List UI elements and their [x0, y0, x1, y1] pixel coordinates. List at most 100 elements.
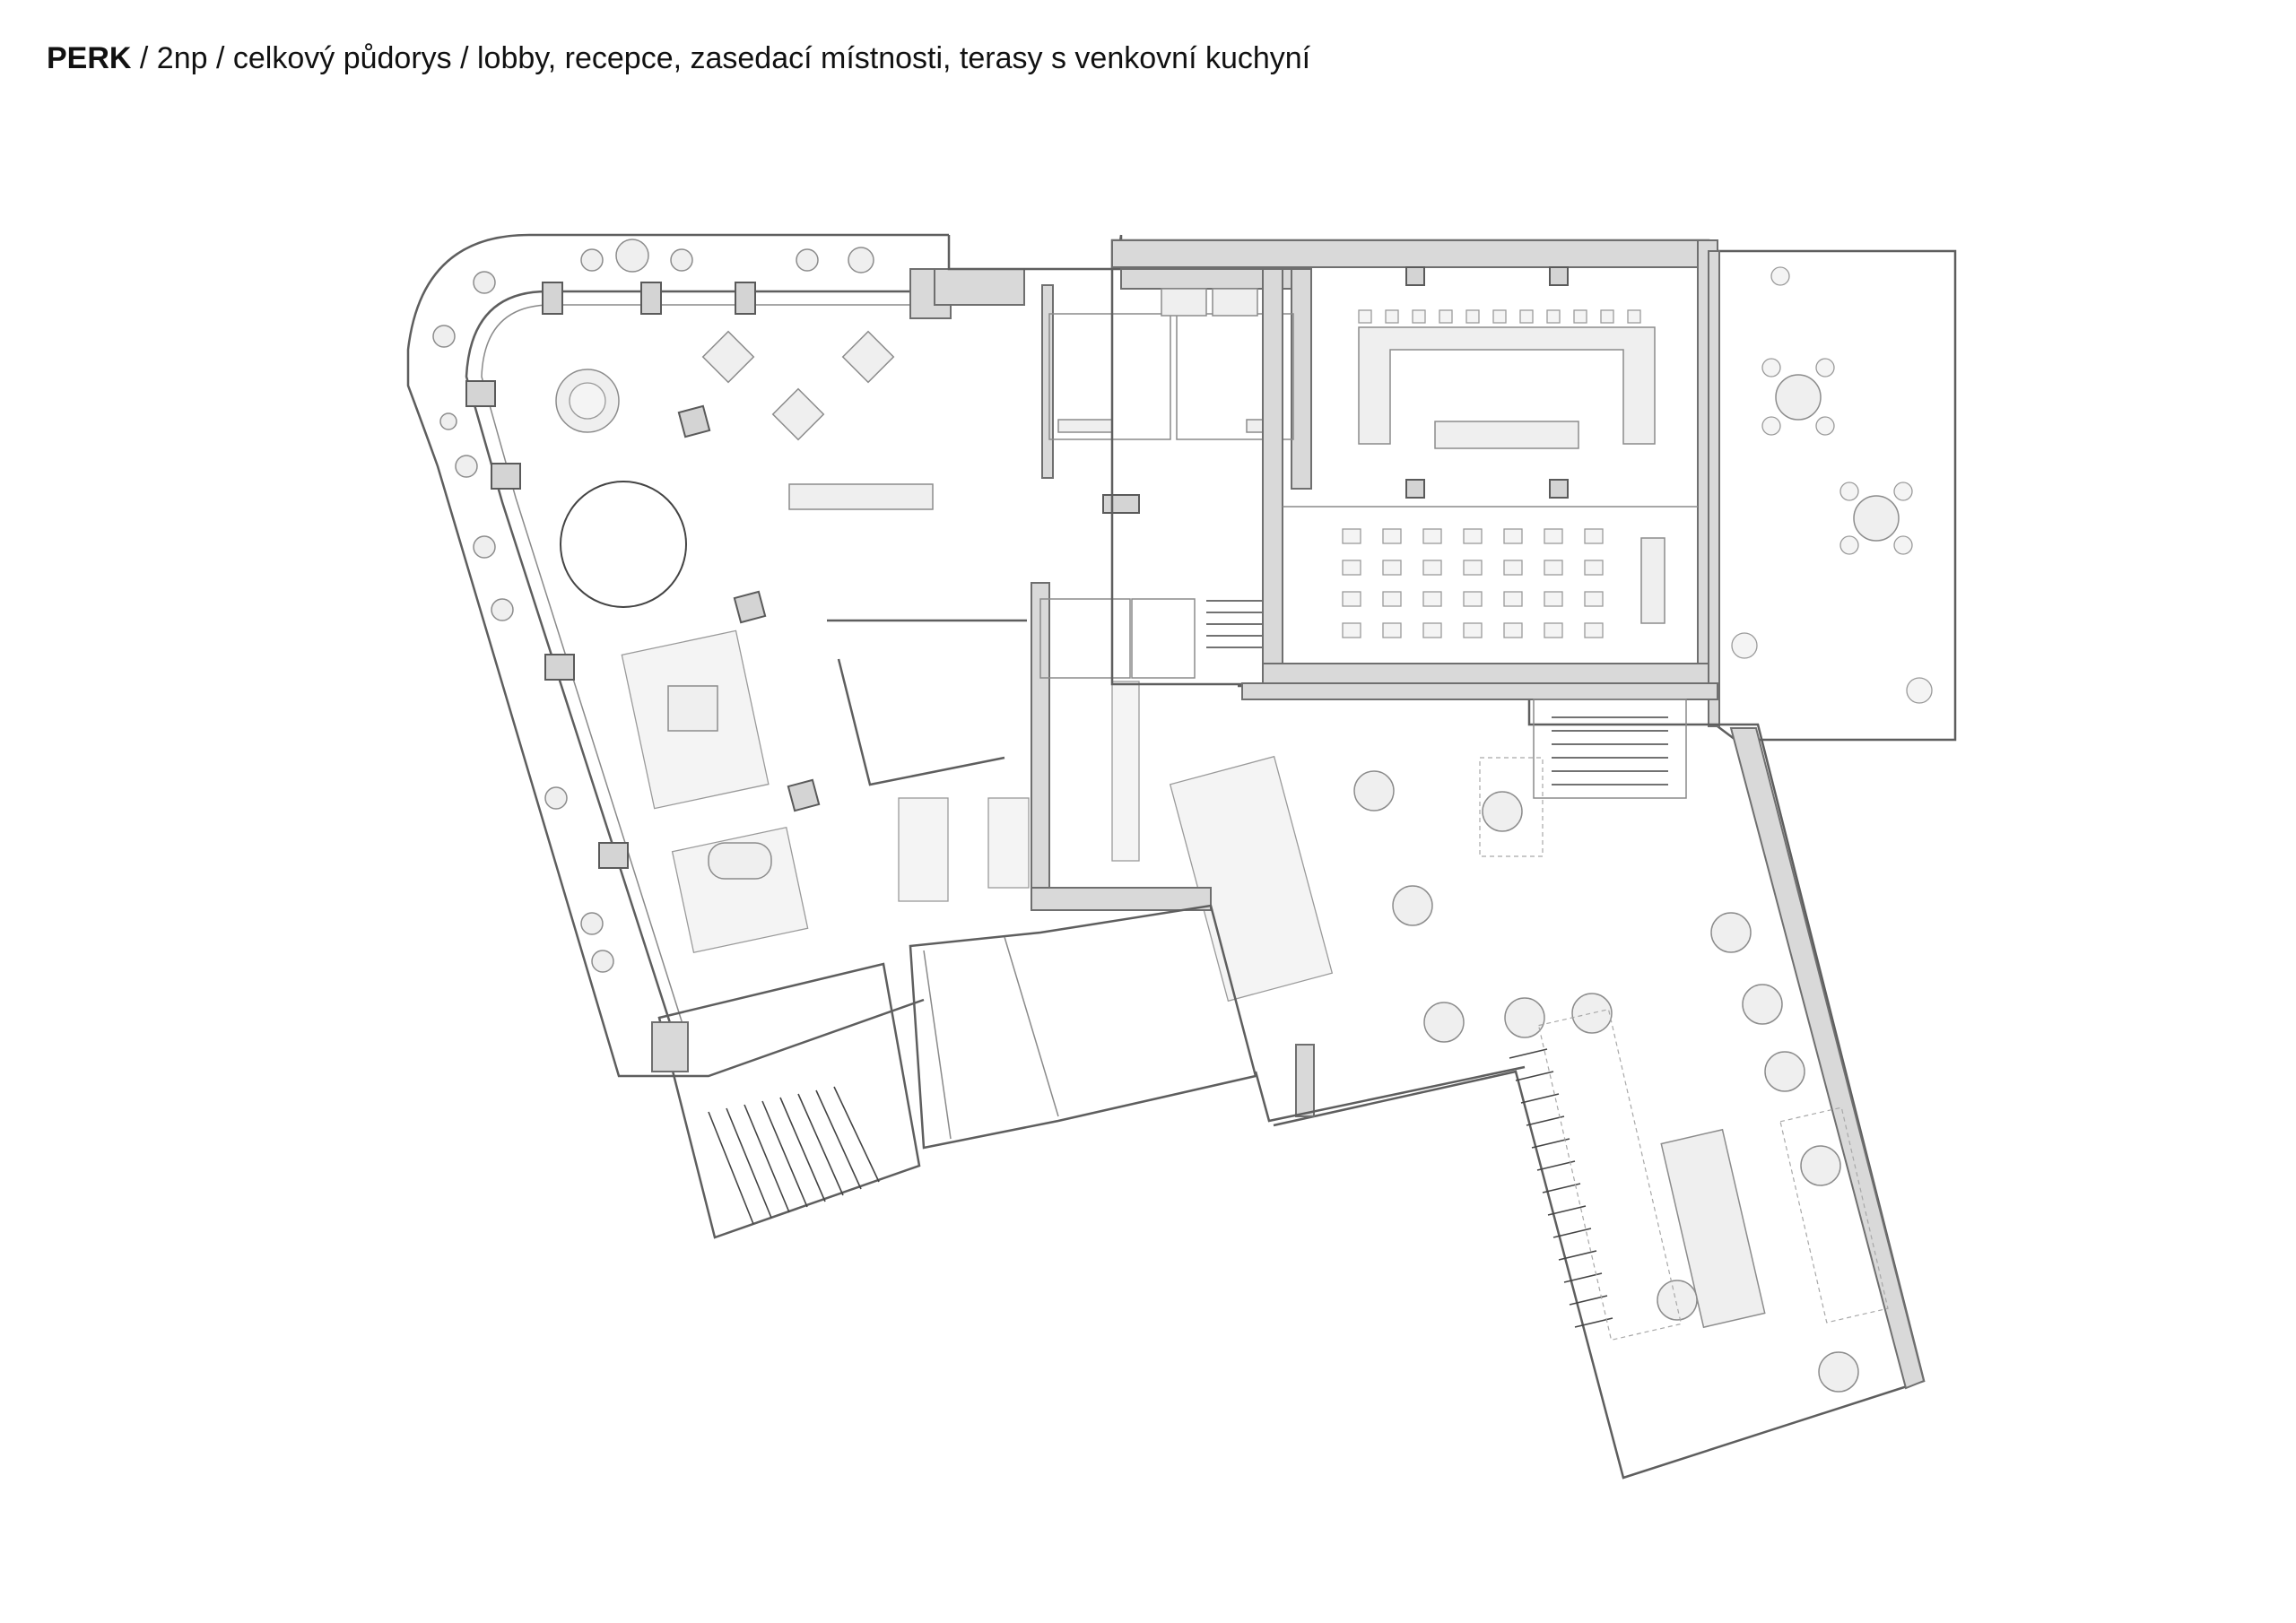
- plan-caption: PERK / 2np / celkový půdorys / lobby, re…: [47, 39, 1310, 77]
- chair: [1463, 560, 1483, 576]
- facade-pillar: [542, 282, 563, 315]
- counter: [898, 797, 949, 902]
- terrace-stair-treads: [1552, 716, 1668, 785]
- chair: [1385, 309, 1399, 324]
- column: [1549, 266, 1569, 286]
- facade-pillar: [544, 654, 575, 681]
- chair: [1627, 309, 1641, 324]
- terrace-table: [1853, 495, 1900, 542]
- chair: [1422, 528, 1442, 544]
- chair: [1573, 309, 1587, 324]
- terrace-chair: [670, 248, 693, 272]
- chair: [1422, 622, 1442, 638]
- facade-pillar: [491, 463, 521, 490]
- kitchen-dining-table: [1660, 1128, 1766, 1329]
- washbasin: [1057, 419, 1113, 433]
- terrace-table: [1353, 770, 1395, 812]
- planter-zone: [1537, 1008, 1683, 1341]
- column: [1405, 479, 1425, 499]
- terrace-west-outline: [406, 233, 949, 1078]
- reception-desk: [1102, 494, 1140, 514]
- chair: [1584, 591, 1604, 607]
- south-stair: [651, 962, 921, 1239]
- chair: [1463, 591, 1483, 607]
- exterior-stair-treads: [1509, 1048, 1613, 1328]
- terrace-table: [1818, 1351, 1859, 1393]
- terrace-table: [1710, 912, 1752, 953]
- conference-wall: [1262, 663, 1712, 684]
- terrace-table: [1764, 1051, 1805, 1092]
- terrace-chair: [591, 950, 614, 973]
- chair: [1503, 528, 1523, 544]
- chair: [1544, 560, 1563, 576]
- counter: [987, 797, 1030, 889]
- inner-shaft-outline: [827, 619, 1027, 786]
- terrace-chair: [544, 786, 568, 810]
- conference-wall: [1111, 239, 1709, 268]
- planter: [1770, 266, 1790, 286]
- terrace-table: [1800, 1145, 1841, 1186]
- chair: [1584, 528, 1604, 544]
- stair-treads: [708, 1086, 880, 1225]
- round-rug: [560, 481, 687, 608]
- column: [733, 590, 767, 624]
- terrace-wall: [1708, 250, 1720, 727]
- chair: [1544, 528, 1563, 544]
- chair: [1815, 416, 1835, 436]
- stair-wall: [651, 1021, 689, 1072]
- terrace-planter: [848, 247, 874, 273]
- long-table: [788, 483, 934, 510]
- chair: [1439, 309, 1453, 324]
- terrace-table: [1657, 1280, 1698, 1321]
- lounge-sofa: [667, 685, 718, 732]
- project-name: PERK: [47, 41, 132, 75]
- chair: [1422, 591, 1442, 607]
- conference-wall: [1262, 268, 1283, 682]
- boardroom-u-table: [1358, 326, 1656, 445]
- west-lobby-wing: [406, 233, 1025, 1078]
- terrace-chair: [473, 535, 496, 559]
- terrace-table: [1571, 993, 1613, 1034]
- stair-central: [1206, 600, 1269, 648]
- chair: [1584, 560, 1604, 576]
- chair: [1503, 622, 1523, 638]
- core-wall: [1291, 268, 1312, 490]
- terrace-chair: [580, 248, 604, 272]
- chair: [1839, 482, 1859, 501]
- core-wall: [1031, 887, 1212, 911]
- long-counter: [1169, 755, 1334, 1002]
- lectern-table: [1640, 537, 1665, 624]
- cafe-table: [771, 387, 825, 441]
- chair: [1463, 528, 1483, 544]
- chair: [1761, 416, 1781, 436]
- counter: [1111, 681, 1140, 862]
- elevator: [1039, 598, 1131, 679]
- terrace-east-kitchen: [1238, 682, 1926, 1480]
- chair: [1761, 358, 1781, 378]
- chair: [1584, 622, 1604, 638]
- wall-block: [934, 268, 1025, 306]
- elevator: [1131, 598, 1196, 679]
- chair: [1544, 591, 1563, 607]
- column: [677, 404, 711, 438]
- terrace-stair-landing: [1533, 699, 1687, 799]
- chair: [1519, 309, 1534, 324]
- terrace-chair: [455, 455, 478, 478]
- terrace-planter: [615, 239, 649, 273]
- terrace-table: [1775, 374, 1822, 421]
- terrace-east-outline: [1238, 684, 1926, 1480]
- partition: [1004, 936, 1059, 1117]
- terrace-table: [1392, 885, 1433, 926]
- terrace-table: [1482, 791, 1523, 832]
- chair: [1412, 309, 1426, 324]
- facade-pillar: [640, 282, 662, 315]
- terrace-ne-outline: [1717, 249, 1957, 742]
- facade-pillar: [598, 842, 629, 869]
- column: [1549, 479, 1569, 499]
- planter-zone: [1779, 1107, 1889, 1324]
- chair: [1546, 309, 1561, 324]
- wc: [1212, 288, 1258, 317]
- chair: [1503, 560, 1523, 576]
- chair: [1342, 591, 1361, 607]
